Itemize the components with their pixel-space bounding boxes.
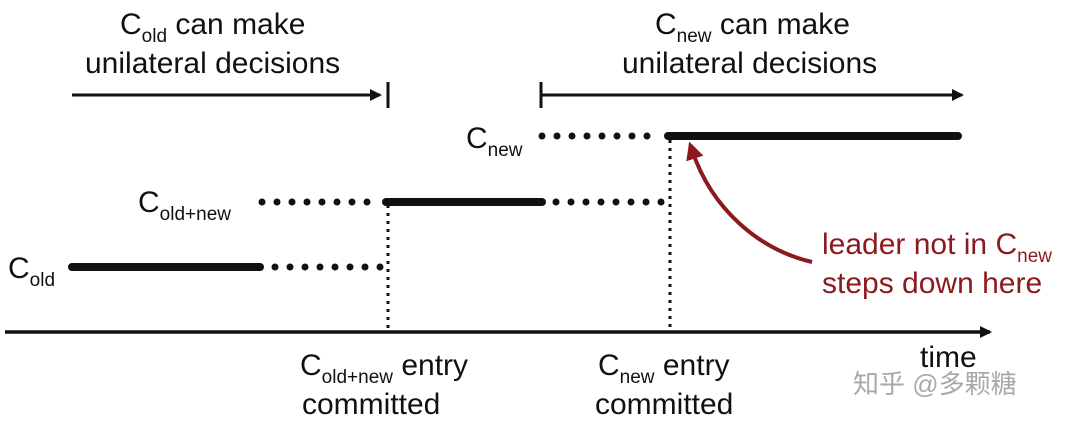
top-right-label-line2: unilateral decisions (622, 47, 877, 80)
annotation-arrow (686, 141, 813, 264)
config-label-joint: Cold+new (138, 186, 231, 225)
annotation-line2: steps down here (822, 267, 1042, 300)
config-label-old: Cold (8, 252, 55, 291)
time-axis-label: time (920, 341, 977, 374)
top-left-label-line1: Cold can make (120, 8, 305, 47)
joint-entry-label-line2: committed (302, 388, 440, 421)
annotation-line1: leader not in Cnew (822, 228, 1052, 267)
top-right-label-line1: Cnew can make (655, 8, 850, 47)
top-left-label-line2: unilateral decisions (85, 47, 340, 80)
config-label-new: Cnew (466, 122, 523, 161)
new-entry-label-line2: committed (595, 388, 733, 421)
new-entry-label-line1: Cnew entry (598, 349, 730, 388)
joint-entry-label-line1: Cold+new entry (300, 349, 468, 388)
watermark: 知乎 @多颗糖 (853, 369, 1017, 399)
